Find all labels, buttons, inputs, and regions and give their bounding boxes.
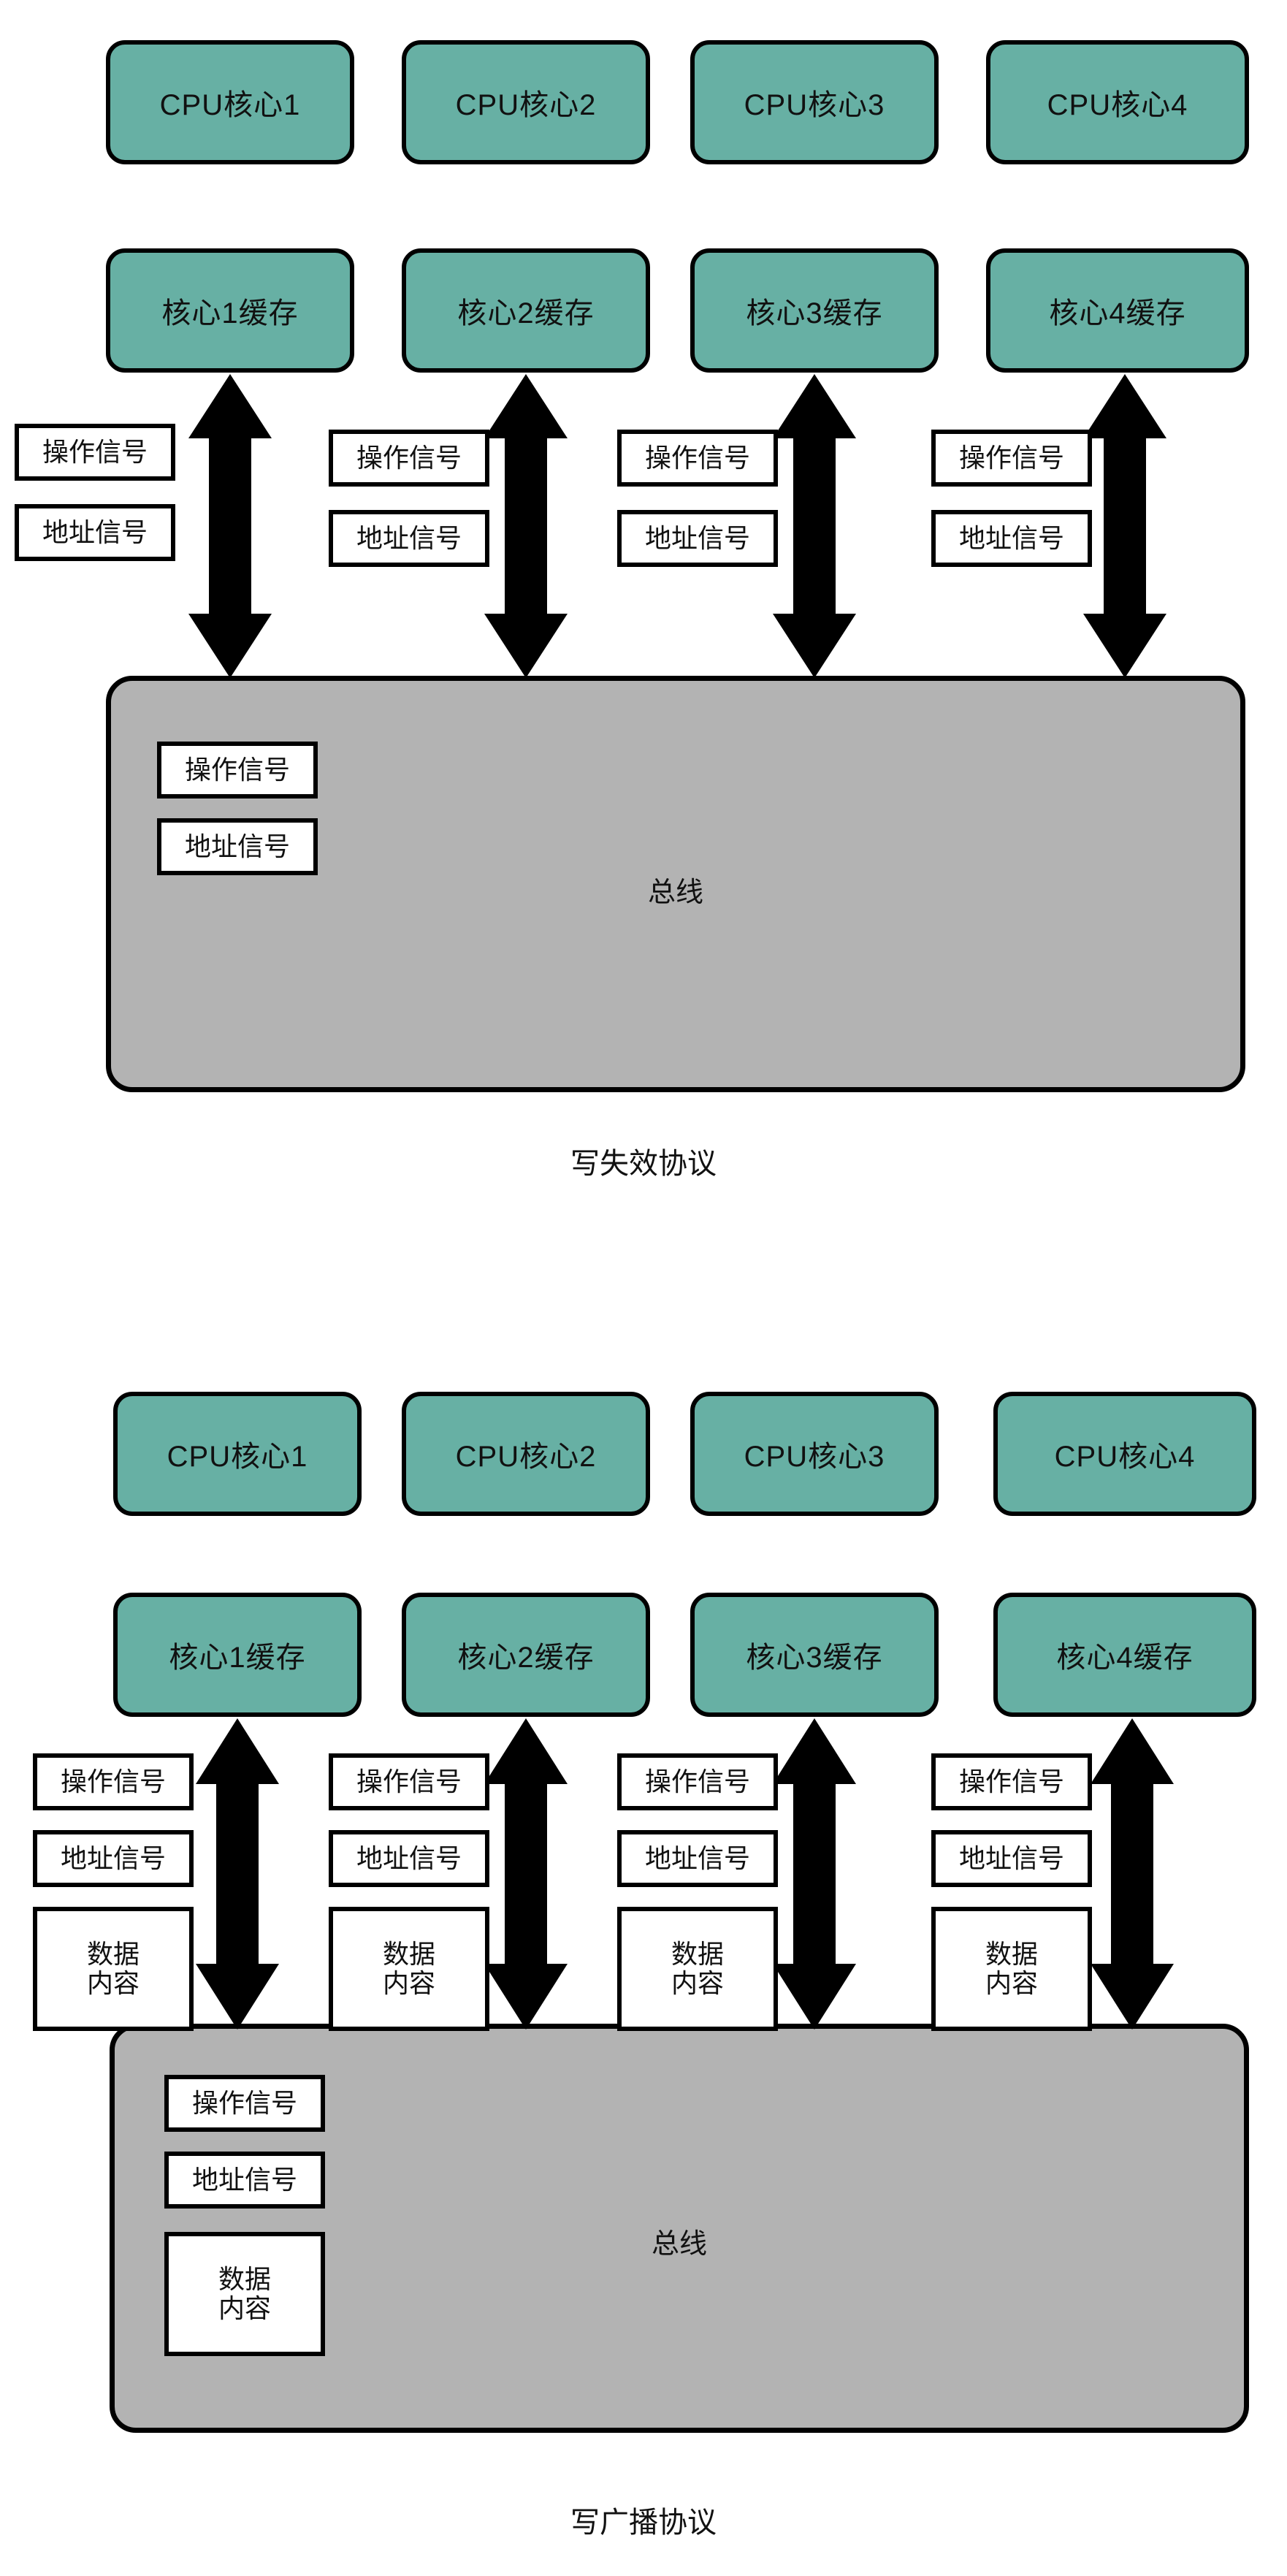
operation-signal-chip: 操作信号 (33, 1753, 194, 1810)
operation-signal-chip: 操作信号 (931, 430, 1092, 487)
data-content-line1: 数据 (382, 1938, 435, 1969)
bus-address-signal-chip: 地址信号 (164, 2152, 325, 2209)
core-cache-box: 核心1缓存 (106, 248, 354, 373)
data-content-line1: 数据 (86, 1938, 140, 1969)
data-content-chip: 数据 内容 (617, 1907, 778, 2031)
operation-signal-chip: 操作信号 (617, 430, 778, 487)
double-arrow (484, 374, 568, 678)
double-arrow (188, 374, 272, 678)
double-arrow (1083, 374, 1166, 678)
double-arrow (1091, 1718, 1174, 2030)
core-cache-box: 核心2缓存 (402, 248, 650, 373)
core-cache-box: 核心4缓存 (986, 248, 1249, 373)
address-signal-chip: 地址信号 (329, 1830, 489, 1887)
data-content-line2: 内容 (218, 2293, 271, 2323)
operation-signal-chip: 操作信号 (329, 1753, 489, 1810)
cpu-core-box: CPU核心4 (993, 1392, 1256, 1516)
bus-data-content-chip: 数据 内容 (164, 2232, 325, 2356)
cpu-core-box: CPU核心3 (690, 1392, 939, 1516)
bus-operation-signal-chip: 操作信号 (164, 2075, 325, 2132)
core-cache-box: 核心2缓存 (402, 1593, 650, 1717)
operation-signal-chip: 操作信号 (617, 1753, 778, 1810)
operation-signal-chip: 操作信号 (15, 424, 175, 481)
core-cache-box: 核心3缓存 (690, 248, 939, 373)
double-arrow (484, 1718, 568, 2030)
double-arrow (773, 1718, 856, 2030)
cpu-core-box: CPU核心4 (986, 40, 1249, 164)
address-signal-chip: 地址信号 (329, 510, 489, 567)
bus-label: 总线 (651, 2229, 707, 2260)
cpu-core-box: CPU核心2 (402, 1392, 650, 1516)
address-signal-chip: 地址信号 (15, 504, 175, 561)
data-content-line1: 数据 (671, 1938, 724, 1969)
double-arrow (773, 374, 856, 678)
address-signal-chip: 地址信号 (617, 1830, 778, 1887)
core-cache-box: 核心1缓存 (113, 1593, 362, 1717)
cpu-core-box: CPU核心1 (113, 1392, 362, 1516)
cpu-core-box: CPU核心3 (690, 40, 939, 164)
data-content-chip: 数据 内容 (33, 1907, 194, 2031)
cpu-core-box: CPU核心2 (402, 40, 650, 164)
core-cache-box: 核心3缓存 (690, 1593, 939, 1717)
data-content-chip: 数据 内容 (931, 1907, 1092, 2031)
address-signal-chip: 地址信号 (931, 1830, 1092, 1887)
bus-operation-signal-chip: 操作信号 (157, 742, 318, 799)
data-content-line1: 数据 (218, 2263, 271, 2294)
data-content-line2: 内容 (86, 1968, 140, 1998)
diagram1-caption: 写失效协议 (570, 1148, 717, 1180)
address-signal-chip: 地址信号 (33, 1830, 194, 1887)
operation-signal-chip: 操作信号 (931, 1753, 1092, 1810)
data-content-line2: 内容 (382, 1968, 435, 1998)
address-signal-chip: 地址信号 (617, 510, 778, 567)
data-content-line2: 内容 (985, 1968, 1038, 1998)
data-content-chip: 数据 内容 (329, 1907, 489, 2031)
double-arrow (196, 1718, 279, 2030)
core-cache-box: 核心4缓存 (993, 1593, 1256, 1717)
cpu-core-box: CPU核心1 (106, 40, 354, 164)
bus-label: 总线 (647, 877, 703, 908)
data-content-line2: 内容 (671, 1968, 724, 1998)
bus-address-signal-chip: 地址信号 (157, 818, 318, 875)
address-signal-chip: 地址信号 (931, 510, 1092, 567)
data-content-line1: 数据 (985, 1938, 1038, 1969)
diagram2-caption: 写广播协议 (570, 2507, 717, 2539)
operation-signal-chip: 操作信号 (329, 430, 489, 487)
